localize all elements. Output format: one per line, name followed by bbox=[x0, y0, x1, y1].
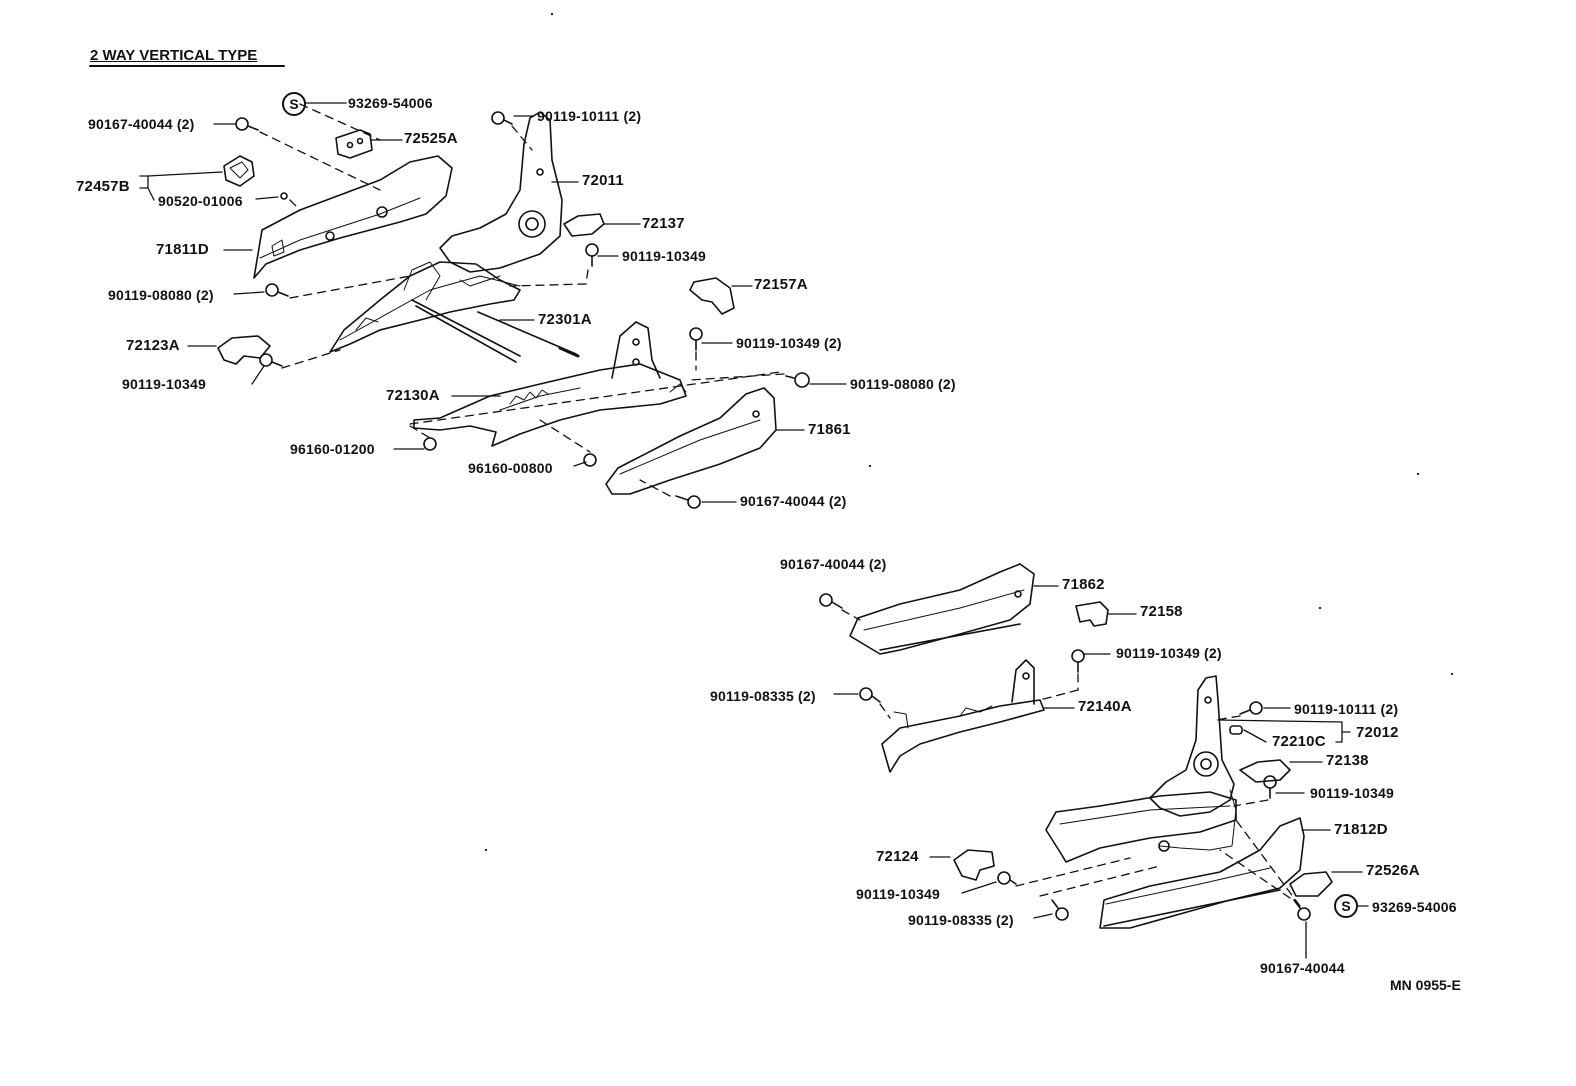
part-label-72123A: 72123A bbox=[126, 337, 180, 354]
s-mark-icon-bottom: S bbox=[1334, 894, 1358, 918]
part-label-72301A: 72301A bbox=[538, 311, 592, 328]
seat-track-lower bbox=[1045, 789, 1237, 863]
part-label-93269-54006-top: 93269-54006 bbox=[348, 95, 433, 111]
recliner-72012 bbox=[1149, 675, 1235, 817]
dashed-leaders-lower bbox=[841, 609, 1301, 907]
part-label-72158: 72158 bbox=[1140, 603, 1183, 620]
part-label-72138: 72138 bbox=[1326, 752, 1369, 769]
track-72140A bbox=[881, 659, 1045, 773]
part-label-72457B: 72457B bbox=[76, 178, 130, 195]
fasteners-lower bbox=[819, 593, 1311, 921]
part-label-90119-10349-2-b: 90119-10349 (2) bbox=[1116, 645, 1222, 661]
part-label-90167-40044-a: 90167-40044 (2) bbox=[88, 116, 195, 132]
clip-72157A bbox=[689, 277, 735, 315]
part-label-90119-08335-b: 90119-08335 (2) bbox=[908, 912, 1014, 928]
part-label-72526A: 72526A bbox=[1366, 862, 1420, 879]
cap-72526A bbox=[1289, 871, 1333, 897]
dashed-leaders-upper bbox=[259, 103, 785, 497]
part-label-72157A: 72157A bbox=[754, 276, 808, 293]
part-label-72011: 72011 bbox=[582, 172, 624, 189]
leaders-lower bbox=[833, 585, 1369, 959]
cover-72124 bbox=[953, 849, 995, 881]
shield-71861 bbox=[605, 387, 777, 495]
part-label-71862: 71862 bbox=[1062, 576, 1105, 593]
part-label-90119-08080-a: 90119-08080 (2) bbox=[108, 287, 214, 303]
part-label-90119-10349-c: 90119-10349 bbox=[1310, 785, 1394, 801]
part-label-96160-01200: 96160-01200 bbox=[290, 441, 375, 457]
part-label-72140A: 72140A bbox=[1078, 698, 1132, 715]
cover-72123A bbox=[217, 335, 271, 365]
s-mark-icon-top: S bbox=[282, 92, 306, 116]
part-label-72137: 72137 bbox=[642, 215, 685, 232]
diagram-title: 2 WAY VERTICAL TYPE bbox=[90, 47, 258, 64]
leaders-upper bbox=[139, 102, 847, 503]
part-label-90167-40044-b: 90167-40044 (2) bbox=[740, 493, 847, 509]
part-label-72525A: 72525A bbox=[404, 130, 458, 147]
shield-71811D bbox=[253, 155, 453, 279]
seat-track-upper bbox=[329, 261, 521, 363]
part-label-71861: 71861 bbox=[808, 421, 851, 438]
shield-71862 bbox=[849, 563, 1035, 655]
part-label-72210C: 72210C bbox=[1272, 733, 1326, 750]
part-label-90167-40044: 90167-40044 bbox=[1260, 960, 1345, 976]
part-label-71812D: 71812D bbox=[1334, 821, 1388, 838]
part-label-90119-10349-a: 90119-10349 bbox=[622, 248, 706, 264]
part-label-72012: 72012 bbox=[1356, 724, 1399, 741]
part-label-72130A: 72130A bbox=[386, 387, 440, 404]
clip-72137 bbox=[563, 213, 605, 237]
clip-72158 bbox=[1075, 601, 1109, 627]
part-label-96160-00800: 96160-00800 bbox=[468, 460, 553, 476]
part-label-90520-01006: 90520-01006 bbox=[158, 193, 243, 209]
part-label-71811D: 71811D bbox=[156, 241, 209, 258]
track-72130A bbox=[413, 321, 687, 447]
diagram-code: MN 0955-E bbox=[1390, 977, 1461, 993]
part-label-90119-10111-a: 90119-10111 (2) bbox=[537, 108, 642, 124]
part-label-90119-10349-b: 90119-10349 bbox=[122, 376, 206, 392]
part-label-90119-10349-2-a: 90119-10349 (2) bbox=[736, 335, 842, 351]
knob-72457B bbox=[223, 155, 255, 187]
part-label-90119-08080-b: 90119-08080 (2) bbox=[850, 376, 956, 392]
part-label-90119-10349-d: 90119-10349 bbox=[856, 886, 940, 902]
part-label-93269-54006-bottom: 93269-54006 bbox=[1372, 899, 1457, 915]
part-label-90119-10111-b: 90119-10111 (2) bbox=[1294, 701, 1399, 717]
shield-71812D bbox=[1099, 817, 1305, 929]
recliner-72011 bbox=[439, 111, 563, 273]
part-label-90119-08335-a: 90119-08335 (2) bbox=[710, 688, 816, 704]
part-72210C bbox=[1229, 725, 1243, 735]
fasteners-upper bbox=[235, 111, 810, 509]
part-label-90167-40044-c: 90167-40044 (2) bbox=[780, 556, 887, 572]
clip-72138 bbox=[1239, 759, 1291, 783]
part-label-72124: 72124 bbox=[876, 848, 919, 865]
specks bbox=[484, 12, 1454, 852]
bracket-72525A bbox=[335, 129, 373, 159]
